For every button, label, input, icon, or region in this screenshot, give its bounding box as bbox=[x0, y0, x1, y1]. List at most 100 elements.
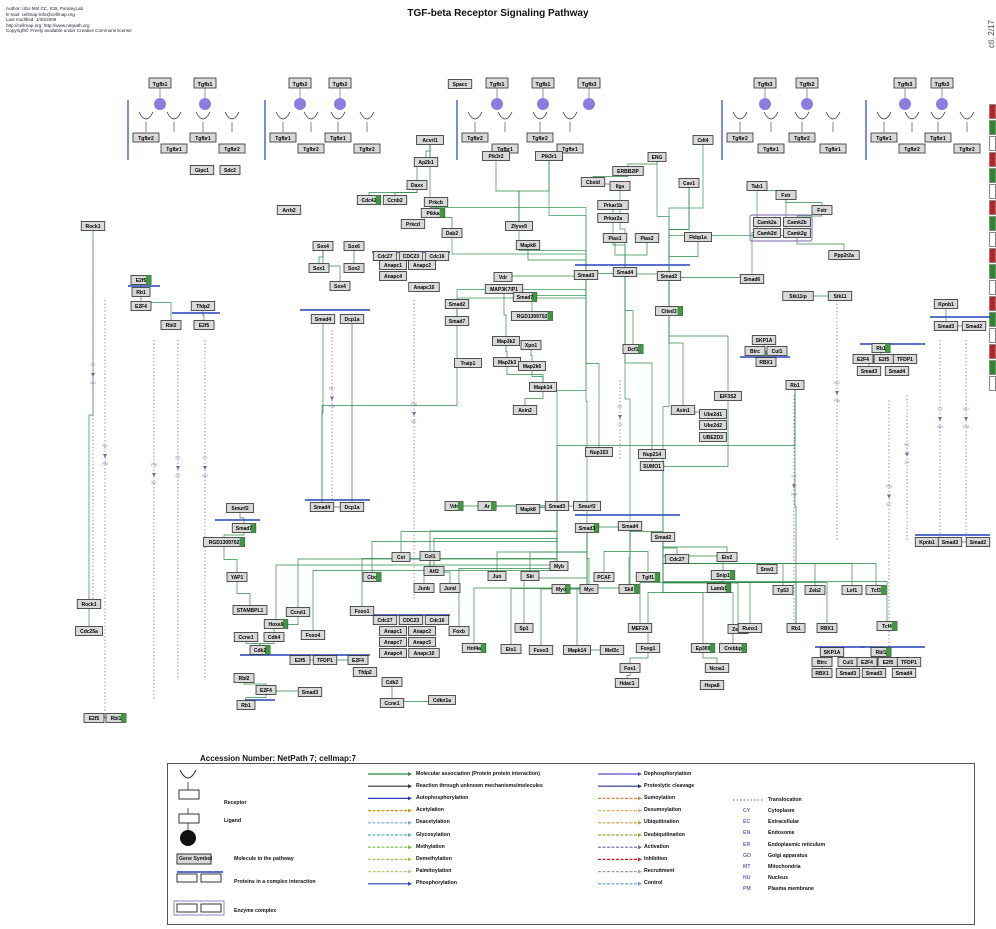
receptor-label: Tgfbr2 bbox=[303, 147, 319, 153]
gene-node: E2f5 bbox=[193, 320, 215, 330]
legend-complex-box bbox=[176, 873, 198, 883]
receptor-box bbox=[870, 132, 898, 143]
gene-node: Pik3r1 bbox=[535, 151, 563, 161]
translocation-arrow bbox=[835, 391, 839, 395]
gene-node: Stk11 bbox=[827, 291, 853, 301]
gene-label: Pik3r2 bbox=[488, 154, 503, 160]
gene-box bbox=[406, 180, 428, 190]
legend-compartment-code: EC bbox=[743, 819, 751, 826]
gene-node: Kpnb1 bbox=[933, 299, 959, 309]
translocation-tag: CY bbox=[618, 423, 624, 427]
ligand-node: Tgfb3 bbox=[577, 77, 601, 89]
interaction-edge bbox=[619, 186, 626, 272]
gene-node: Ccnb2 bbox=[382, 195, 408, 205]
gene-box bbox=[444, 299, 470, 309]
interaction-edge bbox=[794, 385, 797, 628]
gene-node: Rb1 bbox=[131, 287, 151, 297]
legend-compartment-code: EN bbox=[743, 830, 751, 837]
receptor-label: Tgfbr1 bbox=[825, 147, 841, 153]
gene-label: Fkbp1a bbox=[689, 235, 707, 241]
interaction-edge bbox=[702, 648, 718, 668]
legend-compartment-code: GO bbox=[743, 852, 752, 859]
gene-label: Foxg1 bbox=[641, 646, 656, 652]
translocation-tag: EC bbox=[176, 456, 181, 460]
gene-label: RBX1 bbox=[815, 671, 829, 677]
gene-label: Rb1 bbox=[790, 383, 800, 389]
gene-node: Tp53 bbox=[772, 585, 794, 595]
gene-label: Hspa8 bbox=[704, 683, 719, 689]
gene-label: Smurf2 bbox=[231, 506, 248, 512]
gene-node: Cdc16 bbox=[424, 251, 450, 261]
gene-label: UBE2D3 bbox=[703, 435, 723, 441]
interaction-edge bbox=[624, 238, 648, 272]
gene-box bbox=[236, 700, 256, 710]
gene-node: Jun bbox=[487, 571, 507, 581]
gene-label: ENG bbox=[652, 155, 663, 161]
gene-node: Hnf4a bbox=[461, 643, 487, 653]
receptor-shape bbox=[138, 111, 154, 120]
gene-node: Tfdp2 bbox=[352, 667, 378, 677]
legend-edge-arrow bbox=[638, 772, 642, 776]
gene-box bbox=[379, 637, 407, 647]
gene-box bbox=[933, 299, 959, 309]
gene-node: Zfyve9 bbox=[505, 221, 533, 231]
gene-node: Kpnb1 bbox=[914, 537, 940, 547]
gene-label: Smad3 bbox=[866, 671, 883, 677]
gene-node: RGD1309702 bbox=[203, 537, 245, 547]
gene-node: Ccne1 bbox=[379, 698, 405, 708]
gene-box bbox=[961, 321, 987, 331]
gene-label: Arrb2 bbox=[282, 208, 296, 214]
gene-node: Fstr bbox=[775, 190, 797, 200]
gene-box bbox=[937, 537, 963, 547]
modification-marker bbox=[709, 643, 715, 653]
interaction-edge bbox=[321, 304, 458, 507]
interaction-edge bbox=[236, 577, 251, 610]
gene-label: Smad2 bbox=[655, 535, 672, 541]
receptor-label: Tgfbr2 bbox=[224, 147, 240, 153]
translocation-tag: NU bbox=[90, 381, 96, 385]
gene-label: Anapc5 bbox=[413, 640, 431, 646]
meta-line: http://cellmap.org; http://www.netpath.o… bbox=[6, 22, 90, 28]
gene-box bbox=[563, 645, 591, 655]
legend-compartment-label: Endosome bbox=[768, 830, 795, 837]
gene-label: TFDP1 bbox=[901, 660, 917, 666]
gene-node: STAMBPL1 bbox=[232, 605, 268, 615]
gene-label: Ppp2r2a bbox=[834, 253, 854, 259]
gene-box bbox=[783, 228, 811, 238]
gene-node: TFDP1 bbox=[892, 354, 918, 364]
gene-node: Smad4 bbox=[309, 502, 335, 512]
translocation-tag: PM bbox=[963, 425, 968, 429]
legend-enzyme-box bbox=[176, 903, 198, 913]
gene-label: Ccne1 bbox=[384, 701, 399, 707]
translocation-tag: CY bbox=[792, 474, 798, 478]
gene-box bbox=[408, 282, 440, 292]
ligand-circle bbox=[537, 98, 549, 110]
gene-box bbox=[312, 655, 338, 665]
legend-compartment-code: NU bbox=[743, 875, 751, 882]
gene-node: Cdk2 bbox=[249, 645, 271, 655]
gene-label: SKP1A bbox=[756, 338, 773, 344]
receptor-label: Tgfbr1 bbox=[330, 136, 346, 142]
gene-node: Jund bbox=[439, 583, 461, 593]
gene-box bbox=[737, 623, 763, 633]
gene-box bbox=[76, 599, 102, 609]
gene-label: Mef2c bbox=[605, 648, 619, 654]
gene-label: Mapk8 bbox=[520, 243, 536, 249]
gene-node: E2f5 bbox=[289, 655, 311, 665]
gene-label: Dcp1a bbox=[344, 317, 359, 323]
gene-label: Sox2 bbox=[348, 266, 360, 272]
gene-node: Btrc bbox=[811, 657, 833, 667]
gene-label: ERBB2IP bbox=[617, 169, 639, 175]
gene-node: Cbsid bbox=[580, 177, 606, 187]
receptor-node: Tgfbr2 bbox=[898, 143, 926, 154]
gene-node: Hspa8 bbox=[699, 680, 725, 690]
gene-label: Hoxa9 bbox=[268, 622, 283, 628]
gene-label: E2F4 bbox=[135, 304, 147, 310]
gene-node: Rb1 bbox=[871, 343, 891, 353]
modification-marker bbox=[121, 713, 126, 723]
gene-node: Ilgs bbox=[609, 181, 631, 191]
receptor-shape bbox=[876, 111, 892, 120]
interaction-edge bbox=[624, 272, 634, 349]
gene-label: Stk11 bbox=[833, 294, 846, 300]
